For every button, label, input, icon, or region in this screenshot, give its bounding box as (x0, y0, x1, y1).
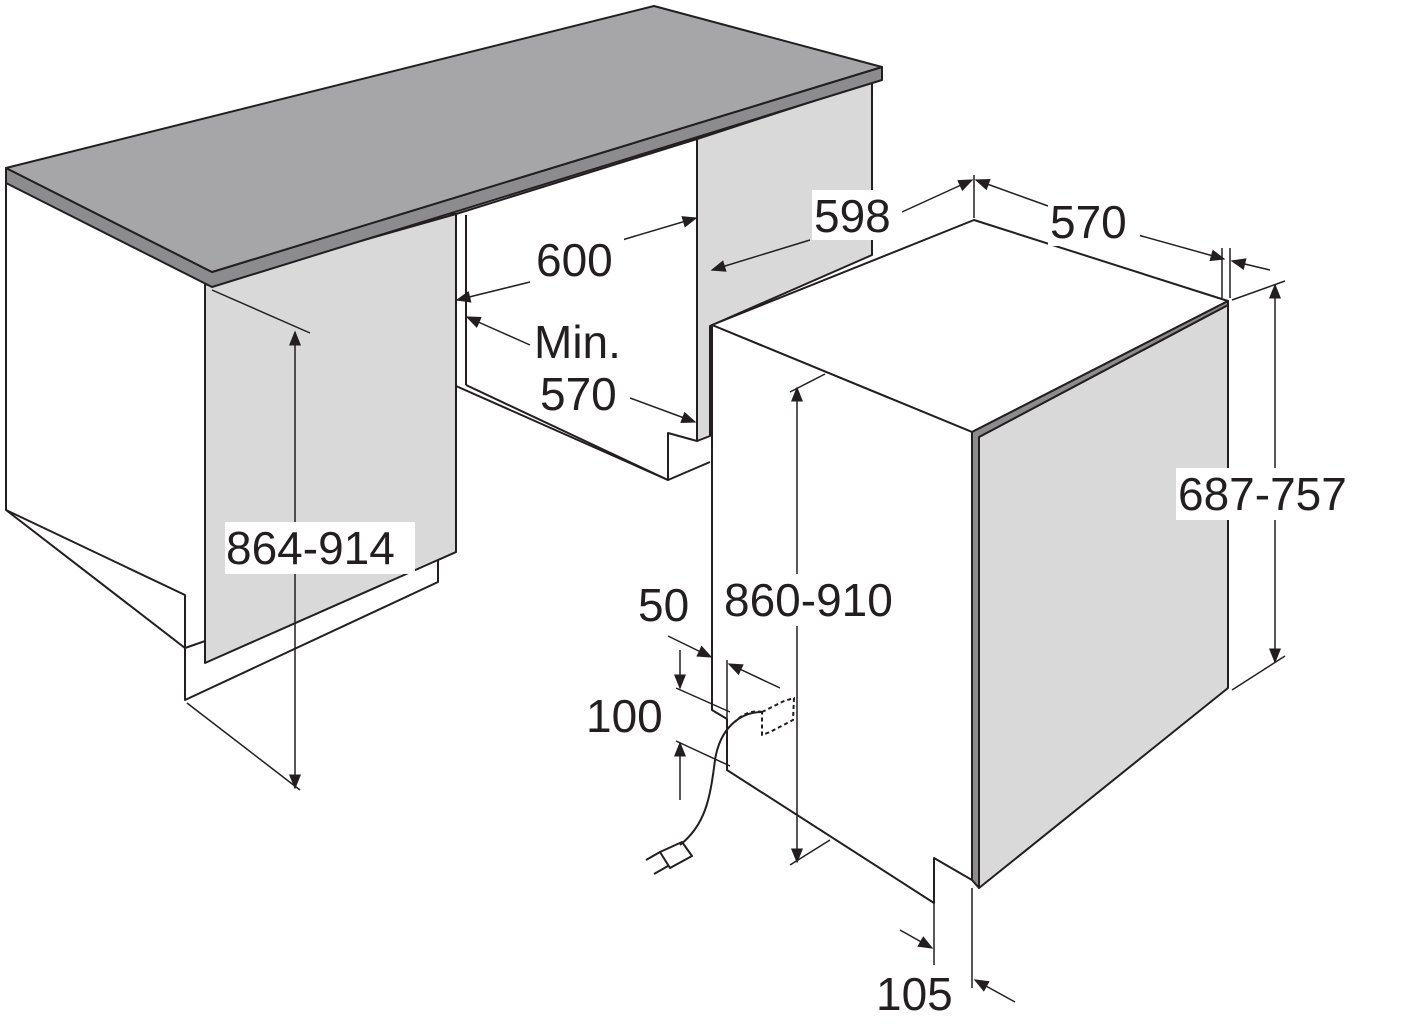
label-toe-kick: 105 (876, 968, 953, 1020)
worktop-top (5, 5, 883, 273)
label-connection-offset: 50 (638, 579, 689, 631)
dimension-lines (186, 175, 1286, 1003)
label-niche-min: Min. (534, 316, 621, 368)
cabinet-left-panel (204, 213, 457, 664)
dishwasher (645, 219, 1229, 904)
label-appliance-depth: 570 (1050, 196, 1127, 248)
dishwasher-door-edge (971, 300, 1229, 889)
label-appliance-height: 860-910 (724, 574, 893, 626)
dimension-labels: 864-914 600 Min. 570 598 570 687-757 860… (225, 190, 1366, 1020)
label-niche-width: 600 (536, 234, 613, 286)
label-niche-depth: 570 (540, 368, 617, 420)
label-door-height: 687-757 (1178, 468, 1347, 520)
label-appliance-width: 598 (814, 190, 891, 242)
plug-icon (645, 841, 693, 875)
label-counter-height: 864-914 (226, 522, 395, 574)
label-connection-height: 100 (586, 690, 663, 742)
